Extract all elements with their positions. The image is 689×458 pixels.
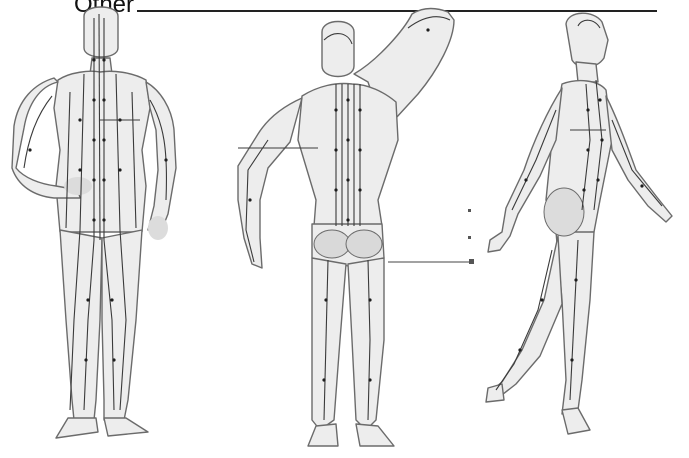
side-body-figure [482, 0, 682, 458]
back-body-figure [228, 0, 478, 458]
front-body-figure [0, 0, 200, 458]
side-body-illustration [482, 0, 682, 458]
back-body-illustration [228, 0, 478, 458]
front-body-illustration [0, 0, 200, 458]
